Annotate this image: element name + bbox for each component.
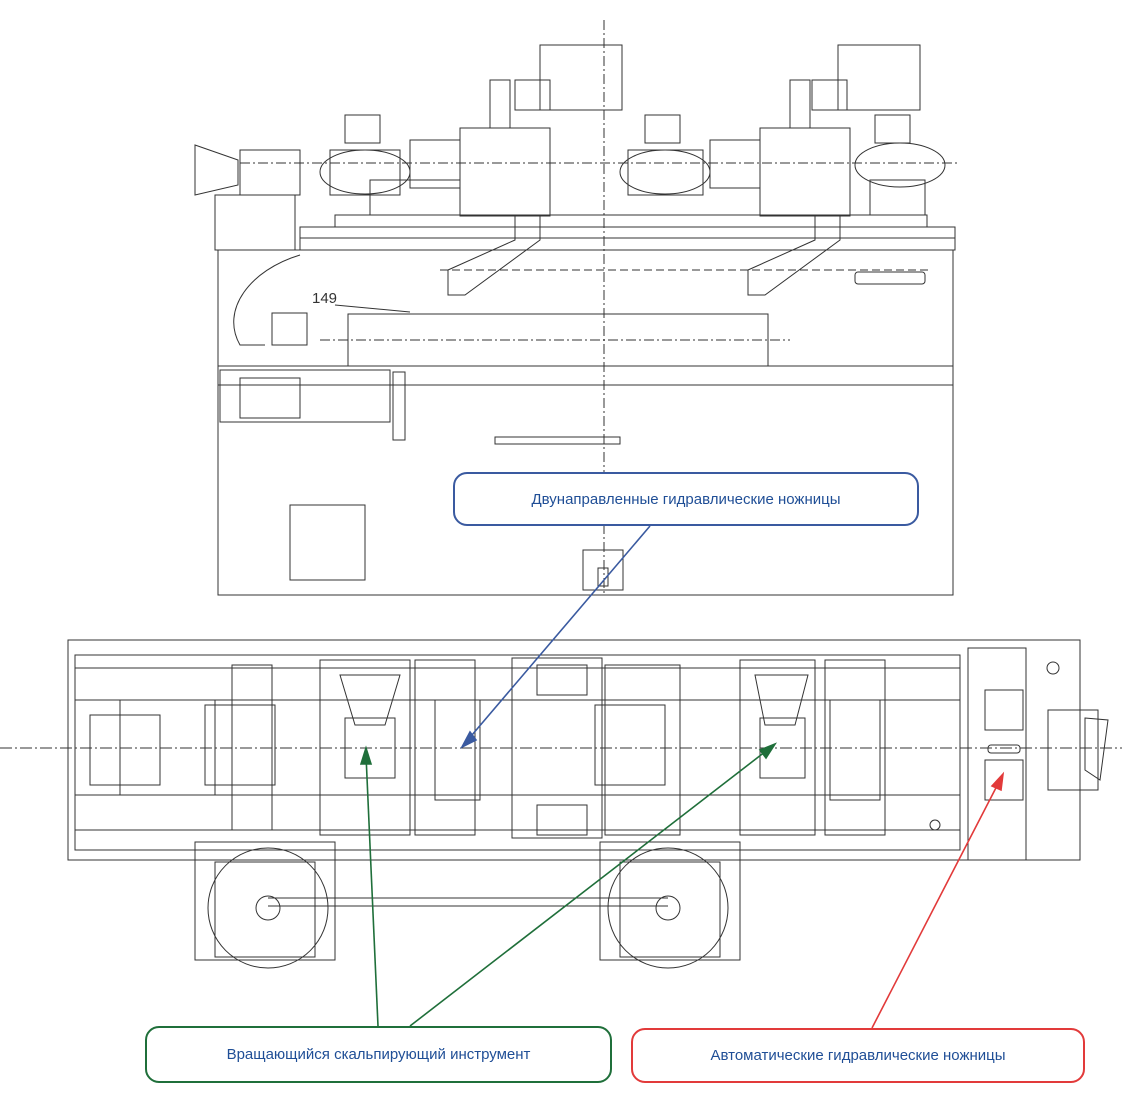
- callout-automatic-shears: Автоматические гидравлические ножницы: [631, 1028, 1085, 1083]
- callout-bidirectional-shears: Двунаправленные гидравлические ножницы: [453, 472, 919, 526]
- callout-arrows: [359, 525, 1005, 1029]
- arrow-scalping-right: [409, 747, 771, 1027]
- arrow-automatic: [871, 779, 1001, 1029]
- arrow-bidirectional: [465, 525, 651, 743]
- top-view: [0, 639, 1122, 969]
- arrow-scalping-left: [365, 754, 379, 1027]
- callout-rotary-scalping-tool: Вращающийся скальпирующий инструмент: [145, 1026, 612, 1083]
- front-view: [194, 20, 960, 596]
- dimension-label: 149: [312, 290, 338, 307]
